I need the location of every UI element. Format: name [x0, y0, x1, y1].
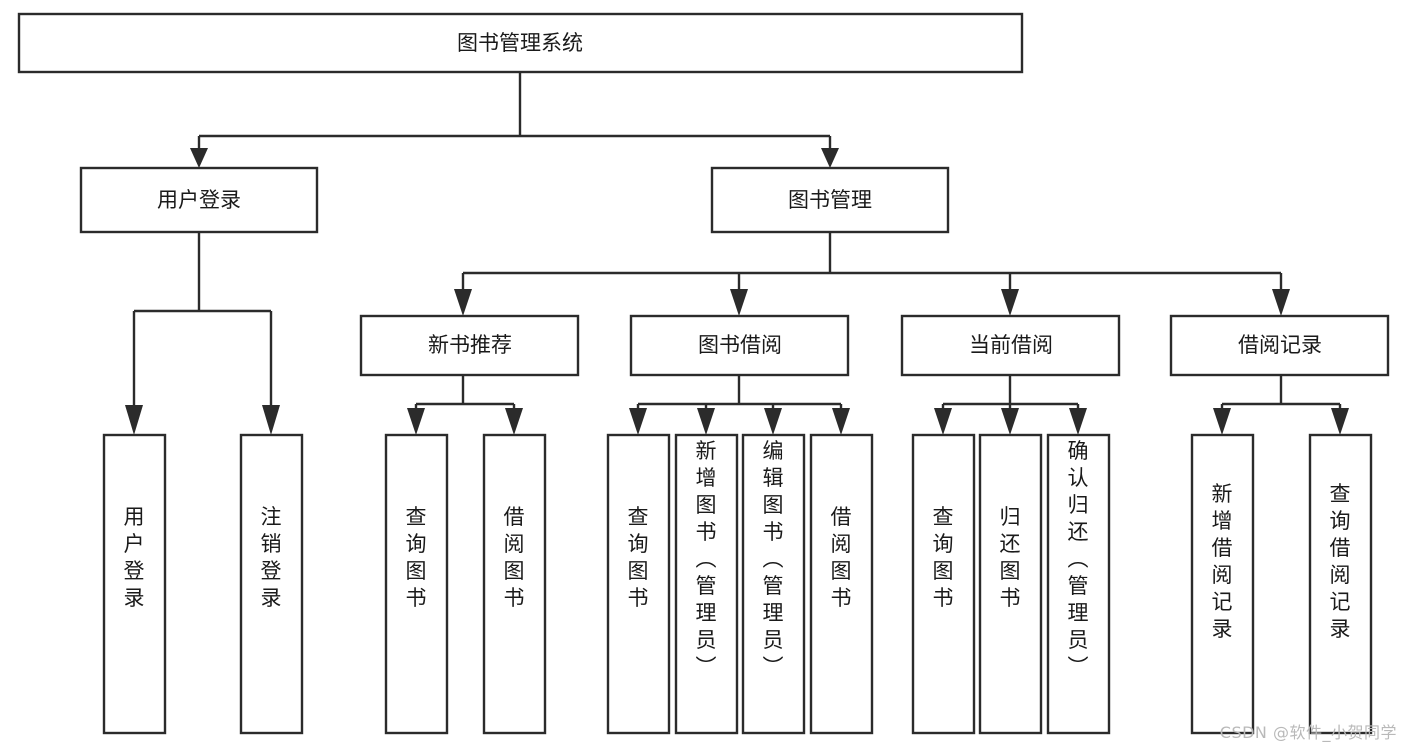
arrow-head-cb-confirm: [1069, 408, 1087, 435]
leaf-cb-return-book[interactable]: 归还图书: [978, 433, 1043, 735]
node-root[interactable]: 图书管理系统: [17, 12, 1024, 74]
leaf-br-query-record-label: 查询借阅记录: [1330, 482, 1351, 641]
leaf-cb-query-book[interactable]: 查询图书: [911, 433, 976, 735]
leaf-bb-edit-book-box[interactable]: [741, 433, 806, 735]
leaf-br-add-record[interactable]: 新增借阅记录: [1190, 433, 1255, 735]
arrow-head-br-add: [1213, 408, 1231, 435]
leaf-nb-query-book-box[interactable]: [384, 433, 449, 735]
arrow-head-book-borrow: [730, 289, 748, 316]
leaf-bb-add-book[interactable]: 新增图书︵管理员︶: [674, 433, 739, 735]
leaf-bb-borrow-book[interactable]: 借阅图书: [809, 433, 874, 735]
arrow-head-bb-add: [697, 408, 715, 435]
node-root-box[interactable]: [17, 12, 1024, 74]
leaf-logout[interactable]: 注销登录: [239, 433, 304, 735]
leaf-cb-confirm-return-box[interactable]: [1046, 433, 1111, 735]
leaf-user-login-label: 用户登录: [124, 505, 145, 610]
arrow-head-cb-query: [934, 408, 952, 435]
node-user-login[interactable]: 用户登录: [79, 166, 319, 234]
leaf-br-add-record-label: 新增借阅记录: [1212, 482, 1233, 641]
node-user-login-label: 用户登录: [157, 188, 241, 212]
leaf-cb-return-book-label: 归还图书: [1000, 505, 1021, 610]
leaf-bb-add-book-label: 新增图书︵管理员︶: [696, 439, 717, 679]
leaf-cb-query-book-label: 查询图书: [933, 505, 954, 610]
leaf-bb-add-book-box[interactable]: [674, 433, 739, 735]
arrow-head-current-borrow: [1001, 289, 1019, 316]
node-book-management[interactable]: 图书管理: [710, 166, 950, 234]
leaf-logout-box[interactable]: [239, 433, 304, 735]
leaf-nb-borrow-book-label: 借阅图书: [504, 505, 525, 610]
node-new-book-recommend[interactable]: 新书推荐: [359, 314, 580, 377]
leaf-br-add-record-box[interactable]: [1190, 433, 1255, 735]
leaf-cb-confirm-return-label: 确认归还︵管理员︶: [1068, 439, 1089, 679]
leaf-user-login[interactable]: 用户登录: [102, 433, 167, 735]
leaf-nb-borrow-book-box[interactable]: [482, 433, 547, 735]
leaf-nb-query-book[interactable]: 查询图书: [384, 433, 449, 735]
arrow-head-leaf-user-login: [125, 405, 143, 435]
leaf-cb-query-book-box[interactable]: [911, 433, 976, 735]
connector-group: [125, 72, 1349, 435]
arrow-head-book-mgmt: [821, 148, 839, 168]
leaf-nb-borrow-book[interactable]: 借阅图书: [482, 433, 547, 735]
arrow-head-nb-borrow: [505, 408, 523, 435]
leaf-logout-label: 注销登录: [261, 505, 282, 610]
node-book-management-box[interactable]: [710, 166, 950, 234]
node-new-book-recommend-box[interactable]: [359, 314, 580, 377]
arrow-head-br-query: [1331, 408, 1349, 435]
node-user-login-box[interactable]: [79, 166, 319, 234]
arrow-head-bb-edit: [764, 408, 782, 435]
leaf-cb-return-book-box[interactable]: [978, 433, 1043, 735]
node-borrow-record[interactable]: 借阅记录: [1169, 314, 1390, 377]
arrow-head-bb-borrow: [832, 408, 850, 435]
leaf-bb-borrow-book-label: 借阅图书: [831, 505, 852, 610]
node-borrow-record-label: 借阅记录: [1238, 333, 1322, 357]
leaf-bb-query-book-box[interactable]: [606, 433, 671, 735]
arrow-head-borrow-record: [1272, 289, 1290, 316]
arrow-head-leaf-logout: [262, 405, 280, 435]
leaf-bb-edit-book-label: 编辑图书︵管理员︶: [763, 439, 784, 679]
node-book-borrow[interactable]: 图书借阅: [629, 314, 850, 377]
node-book-management-label: 图书管理: [788, 188, 872, 212]
arrow-head-nb-query: [407, 408, 425, 435]
leaf-bb-edit-book[interactable]: 编辑图书︵管理员︶: [741, 433, 806, 735]
node-book-borrow-box[interactable]: [629, 314, 850, 377]
arrow-head-bb-query: [629, 408, 647, 435]
node-new-book-recommend-label: 新书推荐: [428, 333, 512, 357]
leaf-nb-query-book-label: 查询图书: [406, 505, 427, 610]
node-current-borrow[interactable]: 当前借阅: [900, 314, 1121, 377]
leaf-br-query-record-box[interactable]: [1308, 433, 1373, 735]
leaf-br-query-record[interactable]: 查询借阅记录: [1308, 433, 1373, 735]
arrow-head-cb-return: [1001, 408, 1019, 435]
leaf-bb-query-book-label: 查询图书: [628, 505, 649, 610]
leaf-cb-confirm-return[interactable]: 确认归还︵管理员︶: [1046, 433, 1111, 735]
leaf-bb-borrow-book-box[interactable]: [809, 433, 874, 735]
node-borrow-record-box[interactable]: [1169, 314, 1390, 377]
arrow-head-new-book: [454, 289, 472, 316]
node-current-borrow-label: 当前借阅: [969, 333, 1053, 357]
node-root-label: 图书管理系统: [457, 31, 583, 55]
leaf-bb-query-book[interactable]: 查询图书: [606, 433, 671, 735]
arrow-head-user-login: [190, 148, 208, 168]
node-current-borrow-box[interactable]: [900, 314, 1121, 377]
node-book-borrow-label: 图书借阅: [698, 333, 782, 357]
leaf-user-login-box[interactable]: [102, 433, 167, 735]
